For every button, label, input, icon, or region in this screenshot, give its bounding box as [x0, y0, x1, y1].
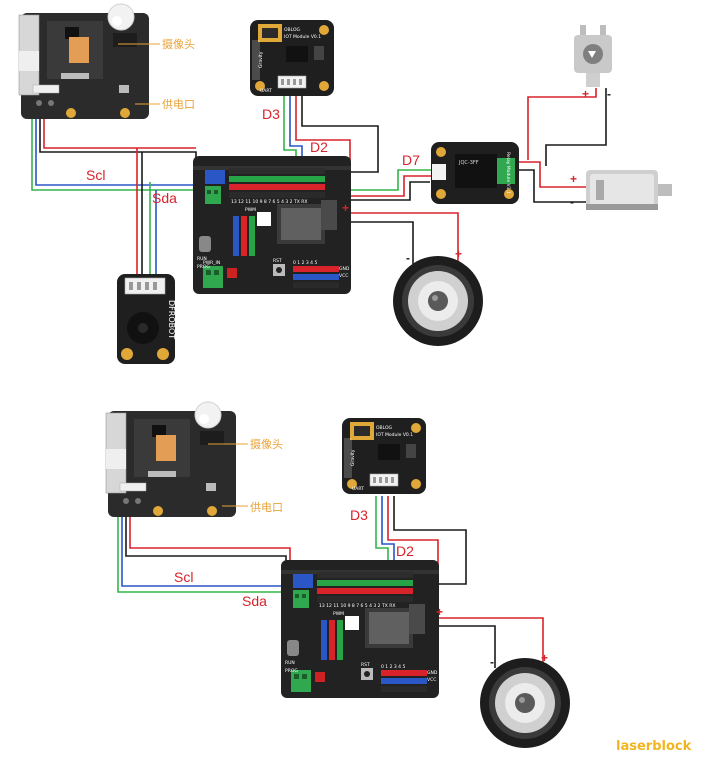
scl-label-top: Scl [86, 167, 105, 183]
top-wires [31, 88, 607, 280]
board-plus-top: + [342, 201, 349, 215]
speaker-bottom [480, 658, 570, 748]
svg-text:IOT Module V0.1: IOT Module V0.1 [376, 432, 413, 438]
svg-text:IOT Module V0.1: IOT Module V0.1 [284, 34, 321, 40]
svg-text:PROG: PROG [197, 264, 210, 270]
power-adapter [574, 25, 612, 87]
iot-module-top: OBLOG IOT Module V0.1 Gravity UART [249, 19, 335, 97]
svg-text:0 1 2 3 4 5: 0 1 2 3 4 5 [381, 664, 405, 670]
main-board-bottom: 13 12 11 10 9 8 7 6 5 4 3 2 TX RX PWM RU… [281, 560, 439, 698]
scl-label-bottom: Scl [174, 569, 193, 585]
camera-label-bottom: 摄像头 [250, 437, 283, 451]
svg-text:PROG: PROG [285, 668, 298, 674]
d2-label-top: D2 [310, 139, 328, 155]
bottom-wires [117, 492, 544, 668]
speaker-minus-top: - [406, 251, 410, 265]
svg-text:Gravity: Gravity [258, 51, 264, 68]
d3-label-bottom: D3 [350, 507, 368, 523]
svg-text:JQC-3FF: JQC-3FF [458, 160, 479, 166]
svg-text:0 1 2 3 4 5: 0 1 2 3 4 5 [293, 260, 317, 266]
d3-label-top: D3 [262, 106, 280, 122]
svg-text:UART: UART [352, 486, 364, 492]
svg-text:DFROBOT: DFROBOT [167, 300, 176, 339]
relay-module: JQC-3FF Relay Module V3.1 [431, 142, 519, 204]
buzzer-module: DFROBOT [117, 274, 176, 364]
speaker-plus-bottom: + [541, 651, 548, 665]
svg-text:GND: GND [427, 670, 438, 676]
svg-text:VCC: VCC [339, 273, 348, 279]
iot-module-bottom: OBLOG IOT Module V0.1 Gravity UART [341, 417, 427, 495]
svg-text:RUN: RUN [285, 660, 295, 666]
speaker-plus-top: + [455, 247, 462, 261]
main-board-top: 13 12 11 10 9 8 7 6 5 4 3 2 TX RX PWM RU… [193, 156, 351, 294]
svg-text:VCC: VCC [427, 677, 436, 683]
svg-text:Relay Module V3.1: Relay Module V3.1 [505, 152, 511, 194]
svg-text:UART: UART [260, 88, 272, 94]
svg-text:RST: RST [273, 258, 282, 264]
sda-label-top: Sda [152, 190, 177, 206]
adapter-plus: + [582, 87, 589, 101]
solenoid-lock [586, 170, 672, 210]
adapter-minus: - [607, 87, 611, 101]
svg-text:Gravity: Gravity [350, 449, 356, 466]
svg-text:13 12 11 10 9 8 7 6 5 4 3 2 T: 13 12 11 10 9 8 7 6 5 4 3 2 TX RX [319, 603, 395, 609]
svg-text:PWM: PWM [245, 207, 256, 213]
svg-text:RUN: RUN [197, 256, 207, 262]
camera-board-top [18, 3, 150, 120]
camera-label-top: 摄像头 [162, 37, 195, 51]
d2-label-bottom: D2 [396, 543, 414, 559]
svg-text:13 12 11 10 9 8 7 6 5 4 3 2 T: 13 12 11 10 9 8 7 6 5 4 3 2 TX RX [231, 199, 307, 205]
power-port-label-top: 供电口 [162, 97, 195, 111]
speaker-top [393, 256, 483, 346]
lock-plus: + [570, 172, 577, 186]
lock-minus: - [570, 195, 574, 209]
sda-label-bottom: Sda [242, 593, 267, 609]
svg-text:PWM: PWM [333, 611, 344, 617]
power-port-label-bottom: 供电口 [250, 500, 283, 514]
svg-text:GND: GND [339, 266, 350, 272]
svg-text:RST: RST [361, 662, 370, 668]
board-plus-bottom: + [436, 605, 443, 619]
d7-label: D7 [402, 152, 420, 168]
camera-board-bottom [105, 401, 237, 518]
speaker-minus-bottom: - [490, 655, 494, 669]
svg-text:OBLOG: OBLOG [376, 425, 393, 431]
svg-text:OBLOG: OBLOG [284, 27, 301, 33]
watermark: laserblock [616, 739, 692, 754]
svg-text:PWR_IN: PWR_IN [203, 260, 220, 266]
